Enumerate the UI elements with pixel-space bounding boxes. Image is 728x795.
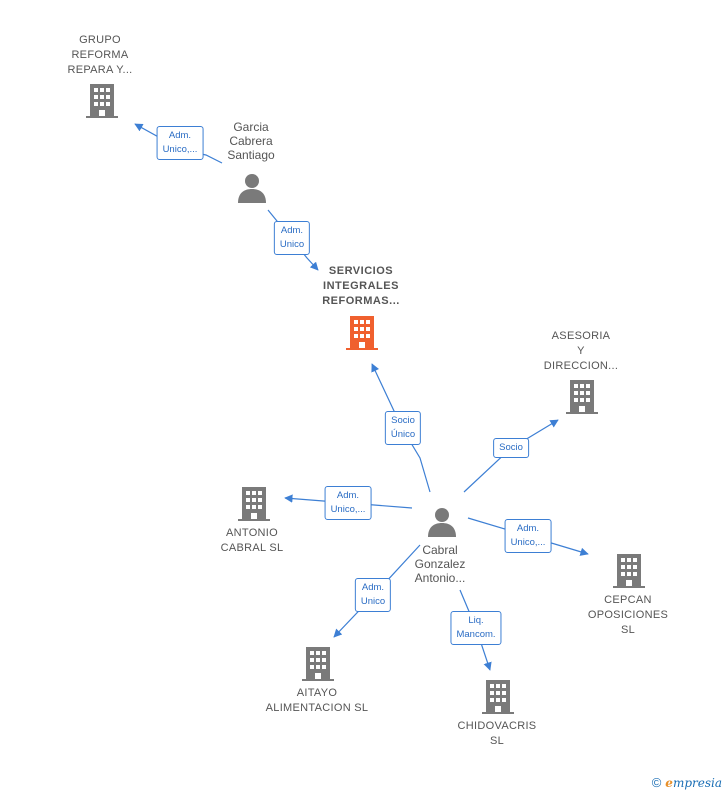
relation-cabral-aitayo[interactable]: Adm. Unico bbox=[354, 578, 392, 612]
asesoria-building-icon[interactable] bbox=[566, 380, 598, 419]
relation-cabral-antonio[interactable]: Adm. Unico,... bbox=[324, 486, 372, 520]
cepcan-label[interactable]: CEPCAN OPOSICIONES SL bbox=[587, 594, 669, 636]
chidovacris-label[interactable]: CHIDOVACRIS SL bbox=[457, 720, 537, 747]
asesoria-label[interactable]: ASESORIA Y DIRECCION... bbox=[543, 330, 619, 372]
servicios-label[interactable]: SERVICIOS INTEGRALES REFORMAS... bbox=[322, 265, 400, 307]
aitayo-label[interactable]: AITAYO ALIMENTACION SL bbox=[265, 687, 369, 714]
garcia-person-icon[interactable] bbox=[237, 173, 267, 208]
relation-cabral-asesoria[interactable]: Socio bbox=[493, 438, 529, 458]
servicios-building-icon[interactable] bbox=[346, 316, 378, 355]
copyright-icon: © bbox=[651, 775, 662, 790]
relation-cabral-servicios[interactable]: Socio Único bbox=[384, 411, 422, 445]
relation-cabral-chidovacris[interactable]: Liq. Mancom. bbox=[450, 611, 502, 645]
relation-cabral-cepcan[interactable]: Adm. Unico,... bbox=[504, 519, 552, 553]
antonio-cabral-label[interactable]: ANTONIO CABRAL SL bbox=[220, 527, 284, 554]
cabral-label[interactable]: Cabral Gonzalez Antonio... bbox=[414, 543, 466, 585]
grupo-label[interactable]: GRUPO REFORMA REPARA Y... bbox=[67, 34, 133, 76]
garcia-label[interactable]: Garcia Cabrera Santiago bbox=[227, 120, 275, 162]
chidovacris-building-icon[interactable] bbox=[482, 680, 514, 719]
footer-brand[interactable]: © empresia bbox=[652, 775, 722, 790]
brand-logo: empresia bbox=[665, 775, 722, 790]
relation-garcia-servicios[interactable]: Adm. Unico bbox=[273, 221, 311, 255]
antonio-cabral-building-icon[interactable] bbox=[238, 487, 270, 526]
cabral-person-icon[interactable] bbox=[427, 507, 457, 542]
relation-garcia-grupo[interactable]: Adm. Unico,... bbox=[156, 126, 204, 160]
aitayo-building-icon[interactable] bbox=[302, 647, 334, 686]
cepcan-building-icon[interactable] bbox=[613, 554, 645, 593]
grupo-building-icon[interactable] bbox=[86, 84, 118, 123]
